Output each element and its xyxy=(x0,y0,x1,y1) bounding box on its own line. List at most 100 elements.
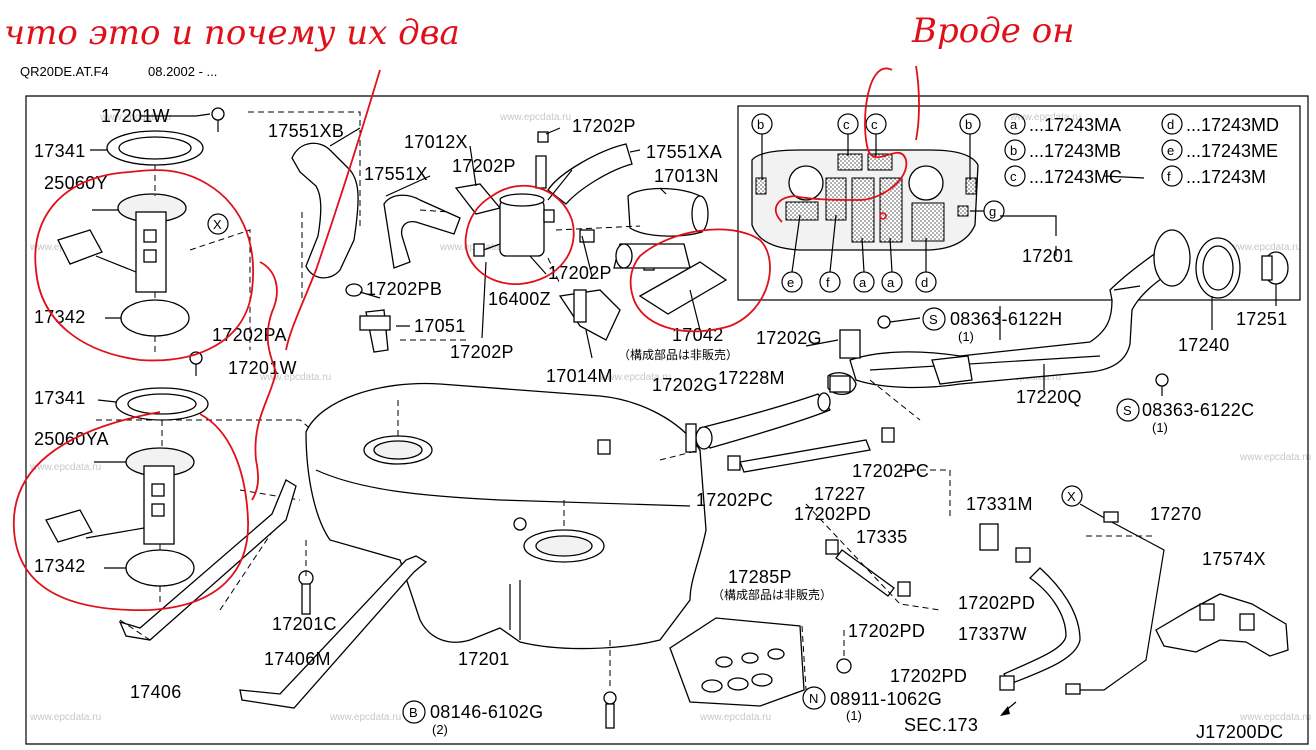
part-08363-6122C: 08363-6122C xyxy=(1142,400,1254,420)
svg-text:...17243MA: ...17243MA xyxy=(1029,115,1121,135)
svg-text:c: c xyxy=(871,117,878,132)
part-17285P-note: （構成部品は非販売） xyxy=(712,587,832,602)
svg-text:e: e xyxy=(787,275,794,290)
legend-inset-illustration xyxy=(751,149,979,251)
svg-text:...17243MB: ...17243MB xyxy=(1029,141,1121,161)
model-code: QR20DE.AT.F4 xyxy=(20,64,109,79)
date-range: 08.2002 - ... xyxy=(148,64,217,79)
part-17202PD-4: 17202PD xyxy=(890,666,967,686)
svg-text:...17243MC: ...17243MC xyxy=(1029,167,1122,187)
svg-text:b: b xyxy=(757,117,764,132)
filler-hoses-illustration xyxy=(685,375,1081,691)
legend-item: d ...17243MD xyxy=(1161,113,1279,135)
part-17220Q: 17220Q xyxy=(1016,387,1082,407)
svg-text:...17243MD: ...17243MD xyxy=(1186,115,1279,135)
part-17285P: 17285P xyxy=(728,567,792,587)
hoses-filter-illustration xyxy=(291,131,728,353)
part-17574X: 17574X xyxy=(1202,549,1266,569)
dashed-leaders xyxy=(659,379,1154,611)
legend-inset-callouts: b c c b g e f a a d xyxy=(751,113,1005,293)
part-17202PC-left: 17202PC xyxy=(696,490,773,510)
part-17551XA: 17551XA xyxy=(646,142,722,162)
dashed-leaders xyxy=(119,540,845,691)
legend-item: c ...17243MC xyxy=(1004,165,1122,187)
watermark: www.epcdata.ru xyxy=(1009,112,1081,123)
svg-text:S: S xyxy=(1123,403,1132,418)
part-17406M: 17406M xyxy=(264,649,331,669)
watermark: www.epcdata.ru xyxy=(329,712,401,723)
part-08363-6122H: 08363-6122H xyxy=(950,309,1062,329)
svg-text:B: B xyxy=(409,705,418,720)
callout-n xyxy=(802,686,826,710)
watermark: www.epcdata.ru xyxy=(259,372,331,383)
part-17337W: 17337W xyxy=(958,624,1027,644)
part-17551XB: 17551XB xyxy=(268,121,344,141)
leader-line xyxy=(1000,215,1057,236)
part-17251: 17251 xyxy=(1236,309,1288,329)
part-17042-note: （構成部品は非販売） xyxy=(618,347,738,362)
svg-text:...17243ME: ...17243ME xyxy=(1186,141,1278,161)
legend-item: a ...17243MA xyxy=(1004,113,1121,135)
watermark: www.epcdata.ru xyxy=(1239,452,1311,463)
arrow-head-icon xyxy=(1000,706,1010,716)
dashed-leaders xyxy=(96,111,421,611)
handwritten-note-left: что это и почему их два xyxy=(4,13,460,53)
callout-b xyxy=(402,700,426,724)
part-17551X: 17551X xyxy=(364,164,428,184)
part-17202P-3: 17202P xyxy=(548,263,612,283)
svg-text:f: f xyxy=(1167,169,1171,184)
svg-text:b: b xyxy=(1010,143,1017,158)
part-17014M: 17014M xyxy=(546,366,613,386)
diagram-frame xyxy=(25,95,1309,745)
part-17051: 17051 xyxy=(414,316,466,336)
fuel-pump-lower-illustration xyxy=(45,351,209,606)
svg-text:d: d xyxy=(1167,117,1174,132)
part-17202G-left: 17202G xyxy=(652,375,718,395)
svg-text:...17243M: ...17243M xyxy=(1186,167,1266,187)
part-08363-6122H-qty: (1) xyxy=(958,329,974,344)
part-17227: 17227 xyxy=(814,484,866,504)
section-ref-sec173: SEC.173 xyxy=(904,715,978,735)
svg-text:g: g xyxy=(989,204,996,219)
svg-text:X: X xyxy=(1067,489,1076,504)
leader-lines xyxy=(805,175,1277,396)
watermark: www.epcdata.ru xyxy=(599,372,671,383)
part-17228M: 17228M xyxy=(718,368,785,388)
watermark: www.epcdata.ru xyxy=(1239,712,1311,723)
watermark: www.epcdata.ru xyxy=(99,112,171,123)
watermark: www.epcdata.ru xyxy=(699,712,771,723)
svg-text:d: d xyxy=(921,275,928,290)
part-17342-mid: 17342 xyxy=(34,556,86,576)
pipe-bracket-illustration: X xyxy=(1061,485,1289,695)
part-17202P-2: 17202P xyxy=(452,156,516,176)
red-markup xyxy=(12,65,920,611)
part-08363-6122C-qty: (1) xyxy=(1152,420,1168,435)
callout-s-top xyxy=(922,307,946,331)
svg-text:c: c xyxy=(843,117,850,132)
part-17240: 17240 xyxy=(1178,335,1230,355)
fuel-pump-upper-illustration: X xyxy=(57,107,229,356)
part-17335: 17335 xyxy=(856,527,908,547)
part-17202PB: 17202PB xyxy=(366,279,442,299)
dashed-leaders xyxy=(397,400,565,530)
diagram-code: J17200DC xyxy=(1196,722,1283,742)
callout-s-bottom xyxy=(1116,398,1140,422)
part-17201C: 17201C xyxy=(272,614,337,634)
part-17012X: 17012X xyxy=(404,132,468,152)
fuel-tank-illustration xyxy=(305,382,707,650)
dashed-leaders xyxy=(301,209,641,341)
part-17202PD-2: 17202PD xyxy=(958,593,1035,613)
part-17201-tank: 17201 xyxy=(458,649,510,669)
svg-text:X: X xyxy=(213,217,222,232)
part-08146-6102G: 08146-6102G xyxy=(430,702,543,722)
part-17202PD-top: 17202PD xyxy=(794,504,871,524)
part-17202G-right: 17202G xyxy=(756,328,822,348)
part-08911-1062G-qty: (1) xyxy=(846,708,862,723)
svg-text:S: S xyxy=(929,312,938,327)
part-17270: 17270 xyxy=(1150,504,1202,524)
part-08911-1062G: 08911-1062G xyxy=(830,689,942,709)
part-25060Y: 25060Y xyxy=(44,173,108,193)
legend-inset-box xyxy=(737,105,1301,301)
part-17202P-top: 17202P xyxy=(572,116,636,136)
